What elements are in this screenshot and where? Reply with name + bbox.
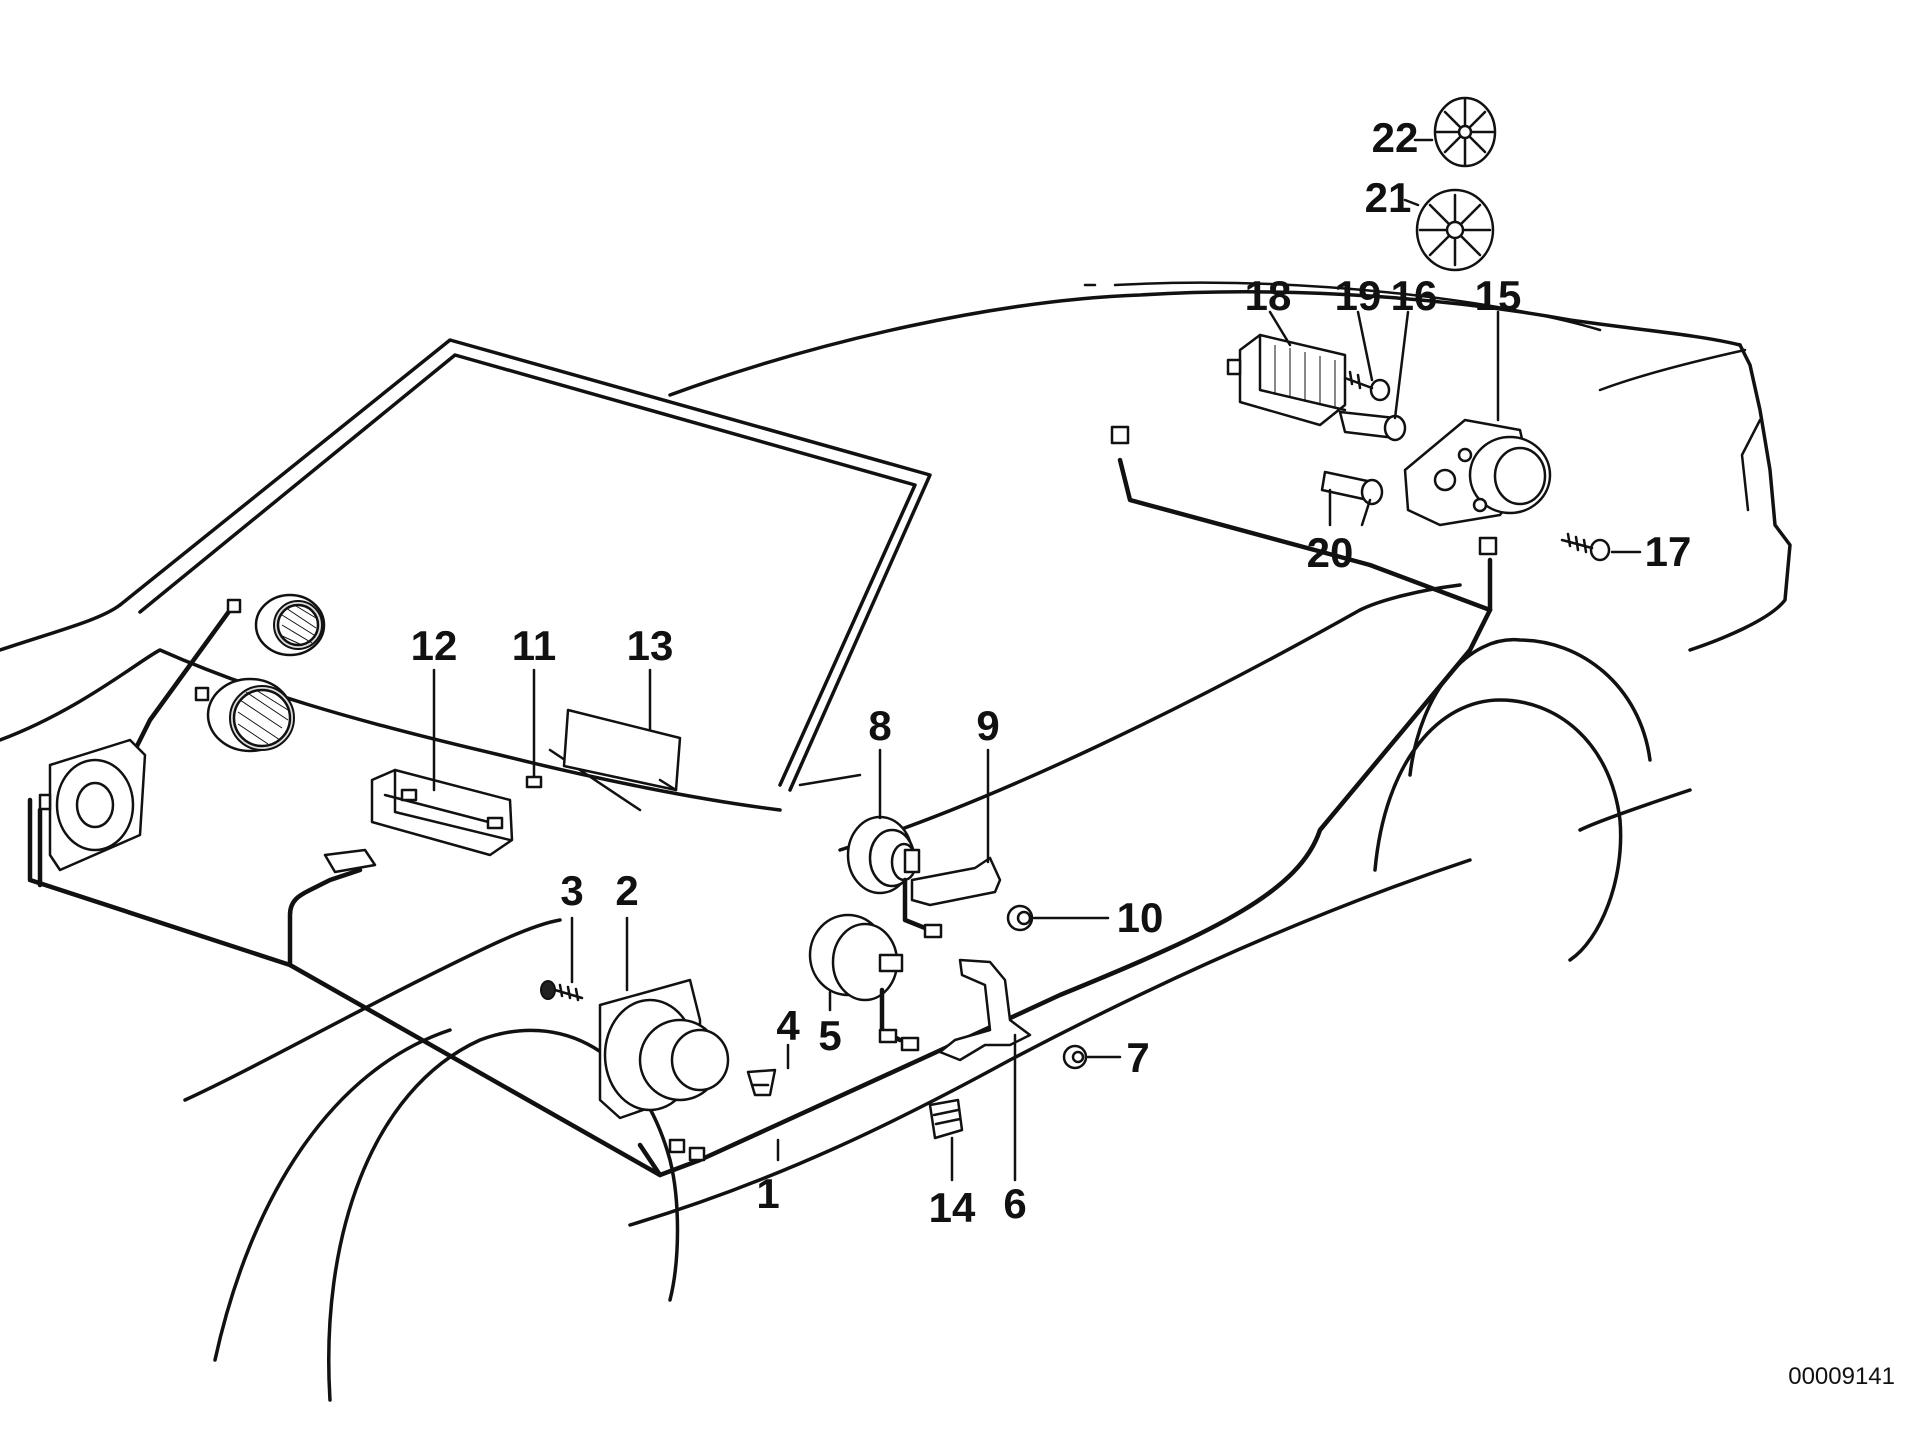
bracket-part-9 bbox=[910, 856, 1002, 907]
callout-17: 17 bbox=[1645, 528, 1692, 575]
callout-19: 19 bbox=[1335, 272, 1382, 319]
car-body-outline bbox=[0, 281, 1792, 1402]
screw-part-3 bbox=[540, 980, 584, 1002]
tweeter-lower-left bbox=[194, 677, 295, 753]
callout-labels: 1 2 3 4 5 6 7 8 9 10 11 12 13 14 15 16 1… bbox=[411, 114, 1895, 1390]
callout-5: 5 bbox=[818, 1012, 841, 1059]
nut-part-7 bbox=[1062, 1044, 1088, 1070]
callout-21: 21 bbox=[1365, 174, 1412, 221]
callout-22: 22 bbox=[1372, 114, 1419, 161]
callout-2: 2 bbox=[615, 867, 638, 914]
screw-part-17 bbox=[1560, 532, 1611, 562]
callout-13: 13 bbox=[627, 622, 674, 669]
panel-part-13 bbox=[562, 708, 682, 792]
callout-4: 4 bbox=[776, 1002, 800, 1049]
callout-9: 9 bbox=[976, 702, 999, 749]
speaker-part-2 bbox=[598, 978, 730, 1162]
screw-part-19 bbox=[1343, 370, 1391, 402]
horn-part-5 bbox=[808, 913, 920, 1052]
spacer-part-20 bbox=[1320, 470, 1384, 506]
rear-connectors bbox=[1110, 425, 1498, 556]
clip-part-4 bbox=[746, 1068, 777, 1097]
callout-6: 6 bbox=[1003, 1180, 1026, 1227]
bracket-part-6 bbox=[938, 958, 1032, 1062]
grille-part-21 bbox=[1415, 188, 1495, 272]
leader-lines bbox=[432, 138, 1642, 1182]
callout-8: 8 bbox=[868, 702, 891, 749]
plug-part-11 bbox=[525, 775, 543, 789]
document-id: 00009141 bbox=[1788, 1363, 1895, 1390]
callout-10: 10 bbox=[1117, 894, 1164, 941]
callout-18: 18 bbox=[1245, 272, 1292, 319]
grille-part-22 bbox=[1433, 96, 1497, 168]
callout-20: 20 bbox=[1307, 529, 1354, 576]
callout-11: 11 bbox=[512, 622, 556, 669]
callout-15: 15 bbox=[1475, 272, 1522, 319]
callout-16: 16 bbox=[1391, 272, 1438, 319]
amplifier-part-18 bbox=[1226, 333, 1347, 427]
tweeter-top-left bbox=[226, 593, 326, 657]
spacer-part-16 bbox=[1338, 410, 1407, 442]
rear-speaker-part-15 bbox=[1403, 418, 1552, 527]
nut-part-10 bbox=[1006, 904, 1034, 932]
callout-14: 14 bbox=[929, 1184, 976, 1231]
horn-part-8 bbox=[846, 815, 943, 939]
harness-connector bbox=[323, 848, 377, 874]
callout-7: 7 bbox=[1126, 1034, 1149, 1081]
clip-part-14 bbox=[928, 1098, 964, 1140]
radio-bracket-part-12 bbox=[370, 768, 514, 857]
callout-1: 1 bbox=[756, 1170, 779, 1217]
callout-12: 12 bbox=[411, 622, 458, 669]
callout-3: 3 bbox=[560, 867, 583, 914]
front-door-speaker bbox=[38, 738, 147, 872]
